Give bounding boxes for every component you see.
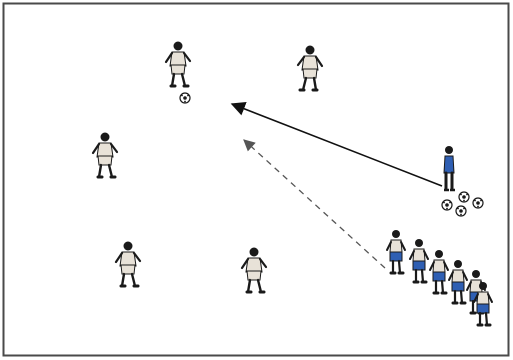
ball-stack-ball-1 <box>459 192 469 202</box>
field-border <box>4 4 509 356</box>
ball-stack-ball-3 <box>473 198 483 208</box>
ball-icon <box>180 93 190 103</box>
ball-stack-ball-2 <box>442 200 452 210</box>
ball-stack-ball-4 <box>456 206 466 216</box>
